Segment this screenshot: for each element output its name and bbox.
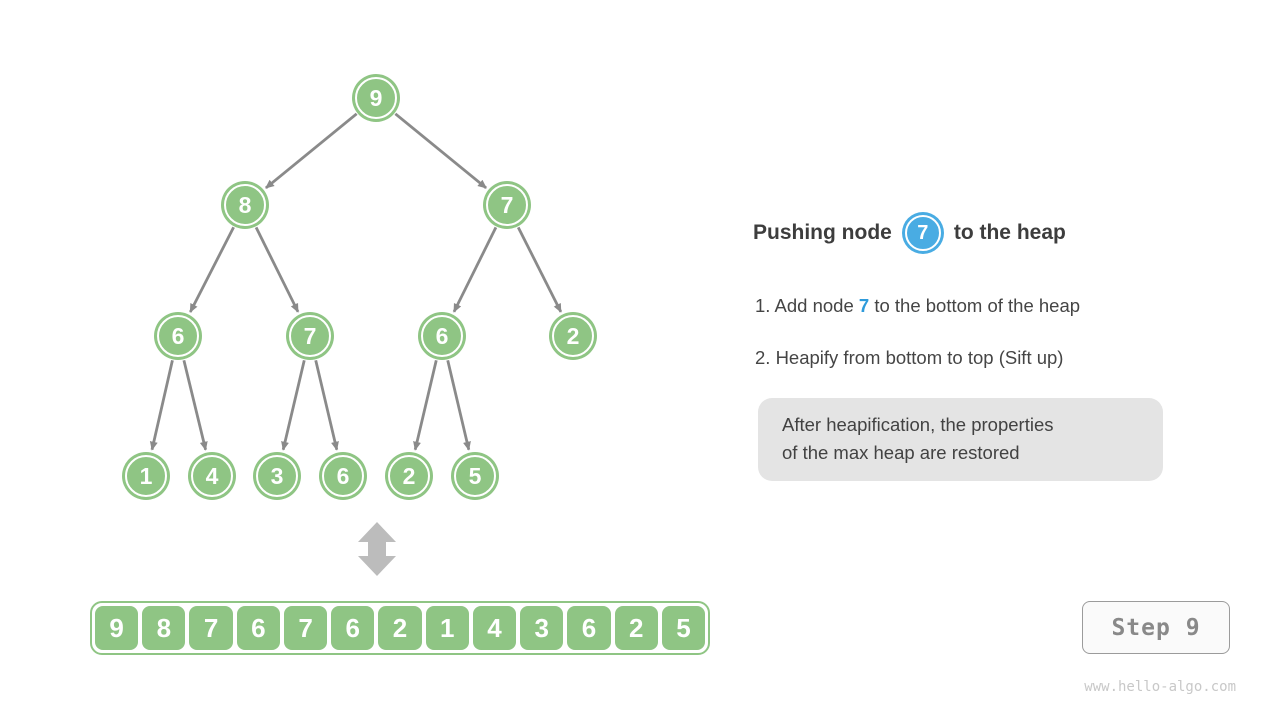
step-1-text: 1. Add node [755,295,859,316]
tree-node-value: 8 [239,192,252,218]
tree-node-6: 6 [154,312,202,360]
tree-node-5: 5 [451,452,499,500]
tree-edge [182,359,208,451]
badge-ring [904,215,941,251]
updown-arrow-icon [358,522,396,576]
tree-node-value: 7 [304,323,317,349]
tree-edge [446,360,471,451]
array-cell: 6 [331,606,375,650]
tree-node-value: 3 [271,463,284,489]
tree-node-value: 2 [567,323,580,349]
tree-edge [516,226,563,313]
tree-node-1: 1 [122,452,170,500]
tree-nodes: 9 8 7 6 7 6 2 1 4 3 6 2 5 [122,74,597,500]
tree-node-4: 4 [188,452,236,500]
tree-node-value: 1 [140,463,153,489]
tree-node-6: 6 [319,452,367,500]
array-cell: 2 [614,606,658,650]
tree-node-value: 9 [370,85,383,111]
tree-node-8: 8 [221,181,269,229]
tree-edge [281,360,306,451]
tree-node-2: 2 [549,312,597,360]
tree-node-9: 9 [352,74,400,122]
title-prefix: Pushing node [753,221,892,244]
step-1-text-after: to the bottom of the heap [869,295,1081,316]
steps-list: 1. Add node 7 to the bottom of the heap … [755,295,1080,369]
array-cell: 1 [425,606,469,650]
array-cell: 8 [142,606,186,650]
tree-node-value: 2 [403,463,416,489]
note-line-1: After heapification, the properties [782,414,1054,435]
step-2-text: 2. Heapify from bottom to top (Sift up) [755,347,1064,368]
tree-node-value: 6 [436,323,449,349]
tree-node-7: 7 [483,181,531,229]
tree-node-value: 5 [469,463,482,489]
tree-node-3: 3 [253,452,301,500]
array-cell: 7 [189,606,233,650]
tree-node-value: 7 [501,192,514,218]
array-cell: 5 [661,606,706,650]
tree-node-6: 6 [418,312,466,360]
tree-edge [254,226,300,313]
tree-node-value: 4 [206,463,219,489]
array-cell: 9 [95,606,139,650]
tree-edge [394,112,487,190]
tree-node-2: 2 [385,452,433,500]
badge-value: 7 [917,221,929,244]
step-indicator-button[interactable]: Step 9 [1082,601,1230,654]
tree-edge [149,360,174,451]
title-suffix: to the heap [953,221,1066,244]
tree-edge [265,112,358,190]
array-cell: 6 [567,606,611,650]
array-cell: 6 [236,606,280,650]
tree-node-value: 6 [337,463,350,489]
step-item-2: 2. Heapify from bottom to top (Sift up) [755,347,1080,369]
pushed-node-badge: 7 [901,212,944,254]
tree-node-7: 7 [286,312,334,360]
tree-edge [189,226,235,313]
note-line-2: of the max heap are restored [782,442,1020,463]
step-1-highlight: 7 [858,295,870,316]
panel-title: Pushing node 7 to the heap [753,211,1066,255]
tree-edge [413,360,438,451]
step-item-1: 1. Add node 7 to the bottom of the heap [755,295,1080,317]
tree-edge [452,226,498,313]
tree-edges [149,112,563,451]
array-cell: 3 [520,606,564,650]
array-cell: 7 [283,606,328,650]
heap-tree-svg: 9 8 7 6 7 6 2 1 4 3 6 2 5 [122,74,597,576]
tree-edge [314,360,339,451]
watermark: www.hello-algo.com [1084,679,1236,695]
array-cell: 4 [472,606,517,650]
note-callout: After heapification, the properties of t… [758,398,1163,481]
array-cell: 2 [378,606,422,650]
tree-node-value: 6 [172,323,185,349]
